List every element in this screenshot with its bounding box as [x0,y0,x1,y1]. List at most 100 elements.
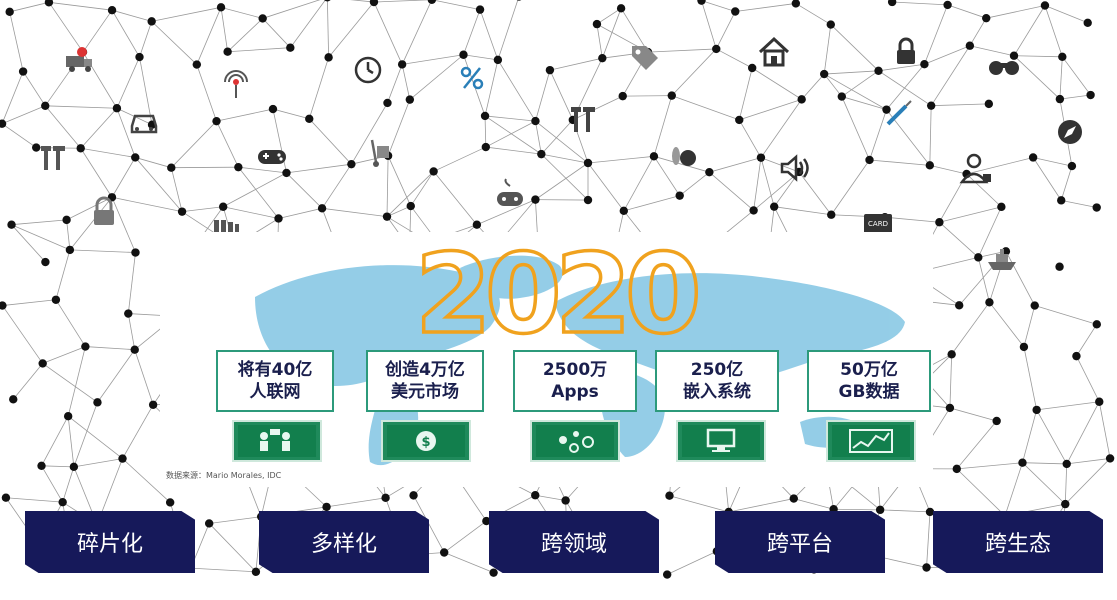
price-tag-icon [626,38,662,74]
network-line [760,99,802,158]
network-line [127,313,136,350]
screwdriver-icon [880,96,916,132]
network-node [192,60,202,69]
network-line [484,59,499,117]
network-line [222,172,287,208]
network-line [653,155,710,173]
network-line [431,0,481,11]
network-line [41,465,64,503]
network-line [1013,55,1063,58]
network-line [387,99,411,156]
network-line [2,305,44,364]
network-node [1092,320,1101,329]
percent-icon [454,60,490,96]
network-line [823,73,887,110]
network-line [387,64,403,104]
label-cross-ecosystem: 跨生态 [933,511,1103,573]
network-line [986,5,1046,19]
stat-box-embedded: 250亿 嵌入系统 [655,350,779,412]
network-line [715,11,736,50]
network-node [41,257,50,267]
network-line [1059,56,1063,100]
network-node [735,115,744,125]
network-node [1072,351,1081,361]
network-node [583,195,593,205]
network-node [705,167,714,177]
network-line [262,18,291,48]
network-line [541,153,589,164]
network-line [171,120,217,168]
network-node [475,5,485,14]
network-line [497,0,519,60]
network-node [545,65,555,75]
network-line [596,7,622,25]
network-node [1055,262,1064,271]
network-node [531,116,540,126]
network-node [1083,18,1092,27]
network-line [824,70,879,75]
network-node [148,400,158,409]
network-node [382,212,392,221]
network-node [324,53,333,62]
network-line [386,205,411,218]
network-line [701,0,717,50]
network-line [11,219,67,226]
network-line [1,105,46,125]
network-line [760,157,800,173]
network-node [472,220,482,229]
network-line [709,157,762,173]
network-node [965,41,975,50]
network-line [774,206,832,216]
network-line [44,105,82,149]
network-node [925,161,935,170]
network-node [112,104,122,113]
network-node [769,202,779,211]
network-line [947,4,987,19]
network-node [712,44,721,54]
network-line [535,162,589,200]
stat-line2: Apps [551,382,599,402]
network-node [481,142,491,152]
network-node [282,168,291,178]
network-line [485,146,542,155]
network-node [5,7,14,17]
chart-icon [826,420,916,462]
year-digit-4: 0 [625,232,702,358]
network-node [616,4,626,13]
network-line [216,108,274,122]
network-node [731,7,740,16]
network-line [587,155,654,164]
network-node [1061,499,1070,509]
network-line [1023,346,1038,410]
network-line [409,54,464,100]
network-line [48,1,113,11]
network-line [1061,56,1091,96]
network-line [402,54,464,65]
network-line [444,552,494,574]
network-line [171,166,239,169]
network-line [401,0,433,65]
network-line [841,70,879,97]
stat-line2: 嵌入系统 [683,382,751,402]
network-node [882,105,891,114]
network-line [151,6,222,22]
network-line [956,420,997,470]
network-node [537,149,546,159]
stat-line1: 将有40亿 [237,360,313,380]
network-node [619,206,629,216]
network-line [596,24,603,59]
network-line [1064,458,1111,505]
label-fragmentation: 碎片化 [25,511,195,573]
network-line [587,162,625,212]
network-line [1032,157,1062,201]
network-line [111,197,136,253]
network-node [76,144,85,153]
network-line [667,550,718,575]
network-node [997,202,1006,212]
stat-line1: 2500万 [542,360,608,380]
network-line [433,146,486,172]
network-node [317,204,327,213]
network-line [884,216,940,223]
network-line [220,6,263,19]
network-line [82,9,113,53]
